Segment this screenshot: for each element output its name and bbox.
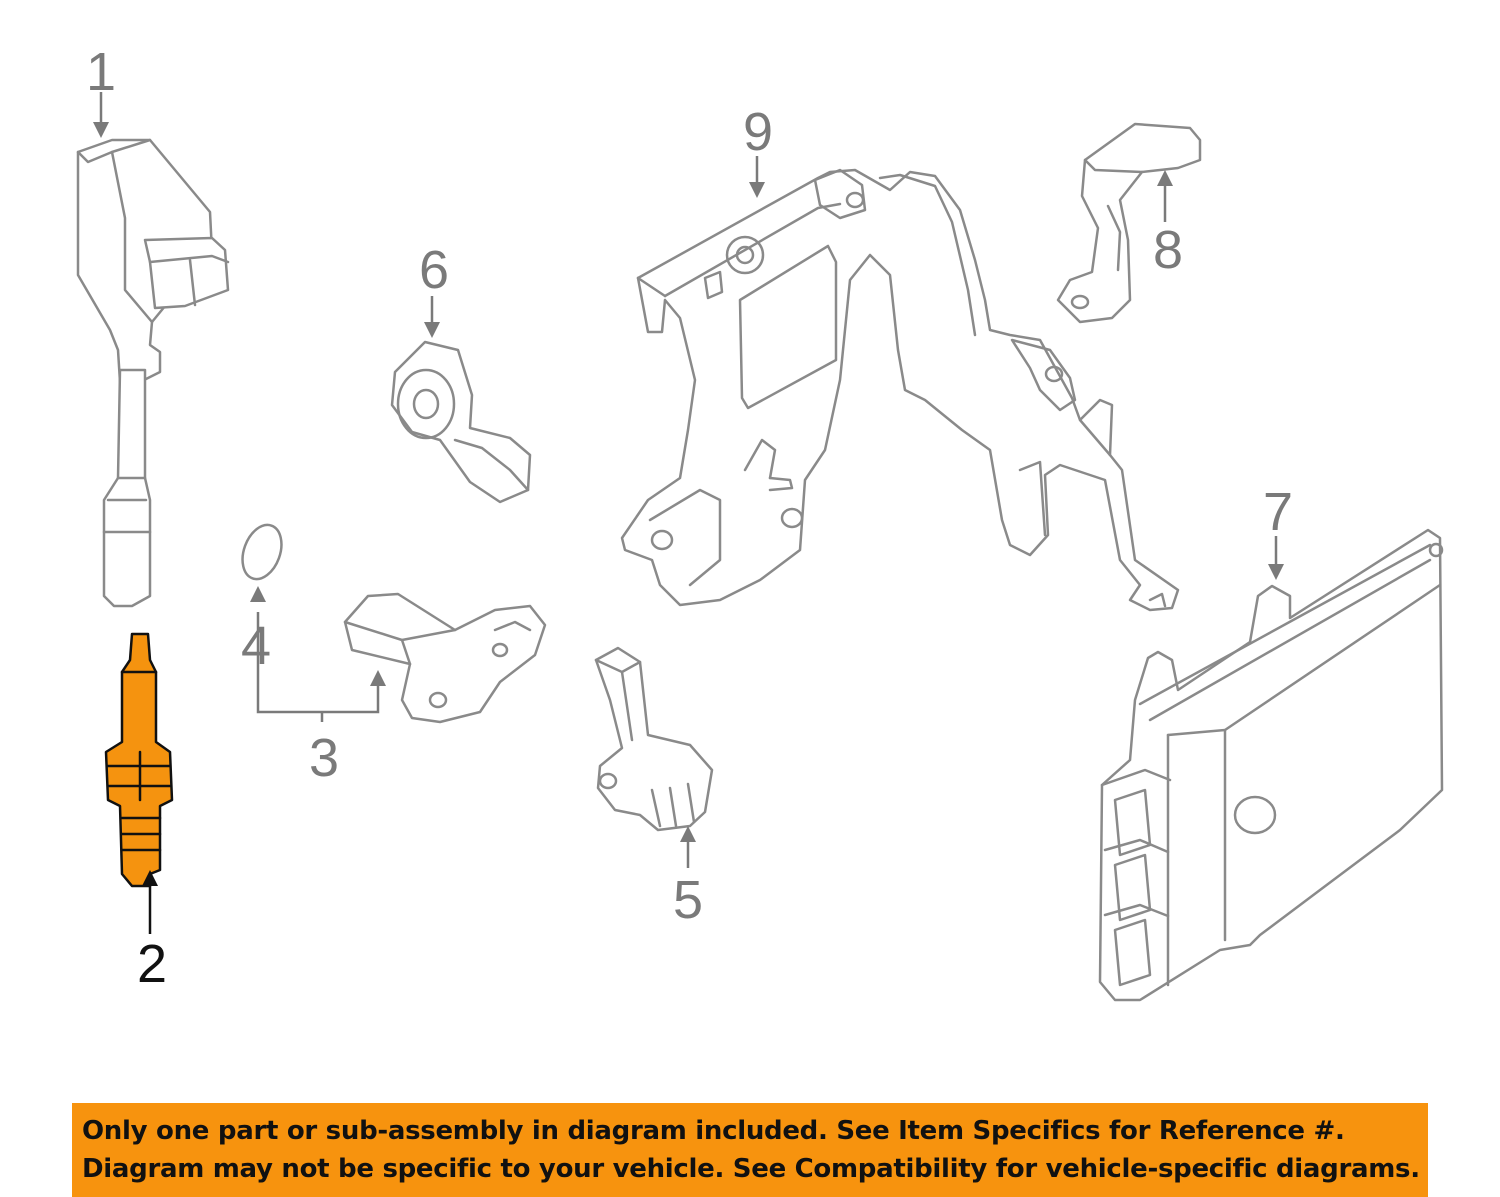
part-7-ecu[interactable] (1098, 528, 1444, 1002)
leader-arrow-6 (424, 322, 440, 338)
callout-3[interactable]: 3 (309, 728, 339, 788)
part-5-speed-sensor[interactable] (594, 646, 714, 832)
part-9-main-bracket[interactable] (620, 168, 1180, 612)
callout-1[interactable]: 1 (86, 42, 116, 102)
leader-arrow-3 (370, 670, 386, 686)
disclaimer-line-1: Only one part or sub-assembly in diagram… (82, 1116, 1345, 1146)
part-3-position-sensor[interactable] (343, 592, 547, 724)
callout-5[interactable]: 5 (673, 870, 703, 930)
leader-arrow-4 (250, 586, 266, 602)
leader-arrow-9 (749, 182, 765, 198)
callout-4[interactable]: 4 (241, 616, 271, 676)
part-1-ignition-coil[interactable] (76, 138, 230, 608)
part-6-knock-sensor[interactable] (390, 340, 532, 504)
parts-diagram: 1 2 3 4 5 6 7 8 9 (76, 42, 1444, 1002)
callout-8[interactable]: 8 (1153, 220, 1183, 280)
callout-6[interactable]: 6 (419, 240, 449, 300)
callout-7[interactable]: 7 (1263, 482, 1293, 542)
callout-9[interactable]: 9 (743, 102, 773, 162)
leader-arrow-2 (142, 870, 158, 886)
leader-arrow-7 (1268, 564, 1284, 580)
disclaimer-banner: Only one part or sub-assembly in diagram… (72, 1103, 1428, 1197)
leader-arrow-8 (1157, 170, 1173, 186)
disclaimer-line-2: Diagram may not be specific to your vehi… (82, 1154, 1420, 1184)
part-8-bracket[interactable] (1056, 122, 1202, 324)
part-2-spark-plug[interactable] (104, 632, 174, 888)
leader-lines (93, 92, 1284, 934)
leader-arrow-1 (93, 122, 109, 138)
callout-2[interactable]: 2 (137, 934, 167, 994)
leader-arrow-5 (680, 826, 696, 842)
part-4-o-ring[interactable] (236, 520, 289, 585)
